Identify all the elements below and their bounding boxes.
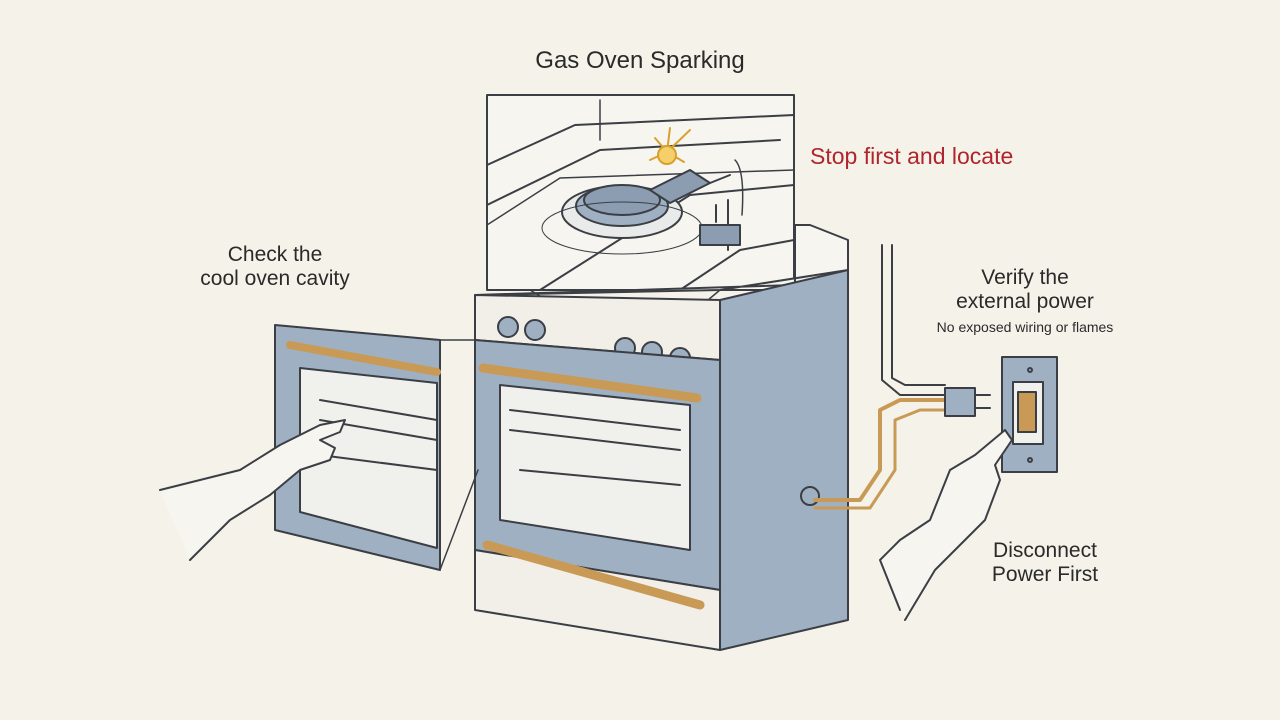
left-hand (159, 419, 346, 561)
callout-stop: Stop first and locate (810, 143, 1014, 169)
oven-cavity-cutaway (274, 324, 479, 571)
gas-line (813, 244, 991, 510)
callout-disconnect: Disconnect Power First (975, 539, 1115, 586)
stove (474, 224, 849, 651)
diagram-title: Gas Oven Sparking (535, 47, 745, 74)
callout-cavity-line1: Check the (227, 243, 323, 266)
callout-verify-line2: external power (956, 289, 1094, 313)
wall-switch (1001, 356, 1058, 473)
burner-inset (486, 94, 795, 291)
callout-verify-note: No exposed wiring or flames (936, 319, 1114, 335)
callout-disconnect-line2: Power First (991, 562, 1099, 586)
callout-verify: Verify the external power (910, 266, 1140, 313)
callout-disconnect-line1: Disconnect (993, 539, 1097, 562)
callout-verify-line1: Verify the (981, 266, 1069, 289)
callout-cavity: Check the cool oven cavity (170, 243, 380, 290)
right-hand (879, 429, 1013, 621)
callout-cavity-line2: cool oven cavity (200, 266, 350, 290)
